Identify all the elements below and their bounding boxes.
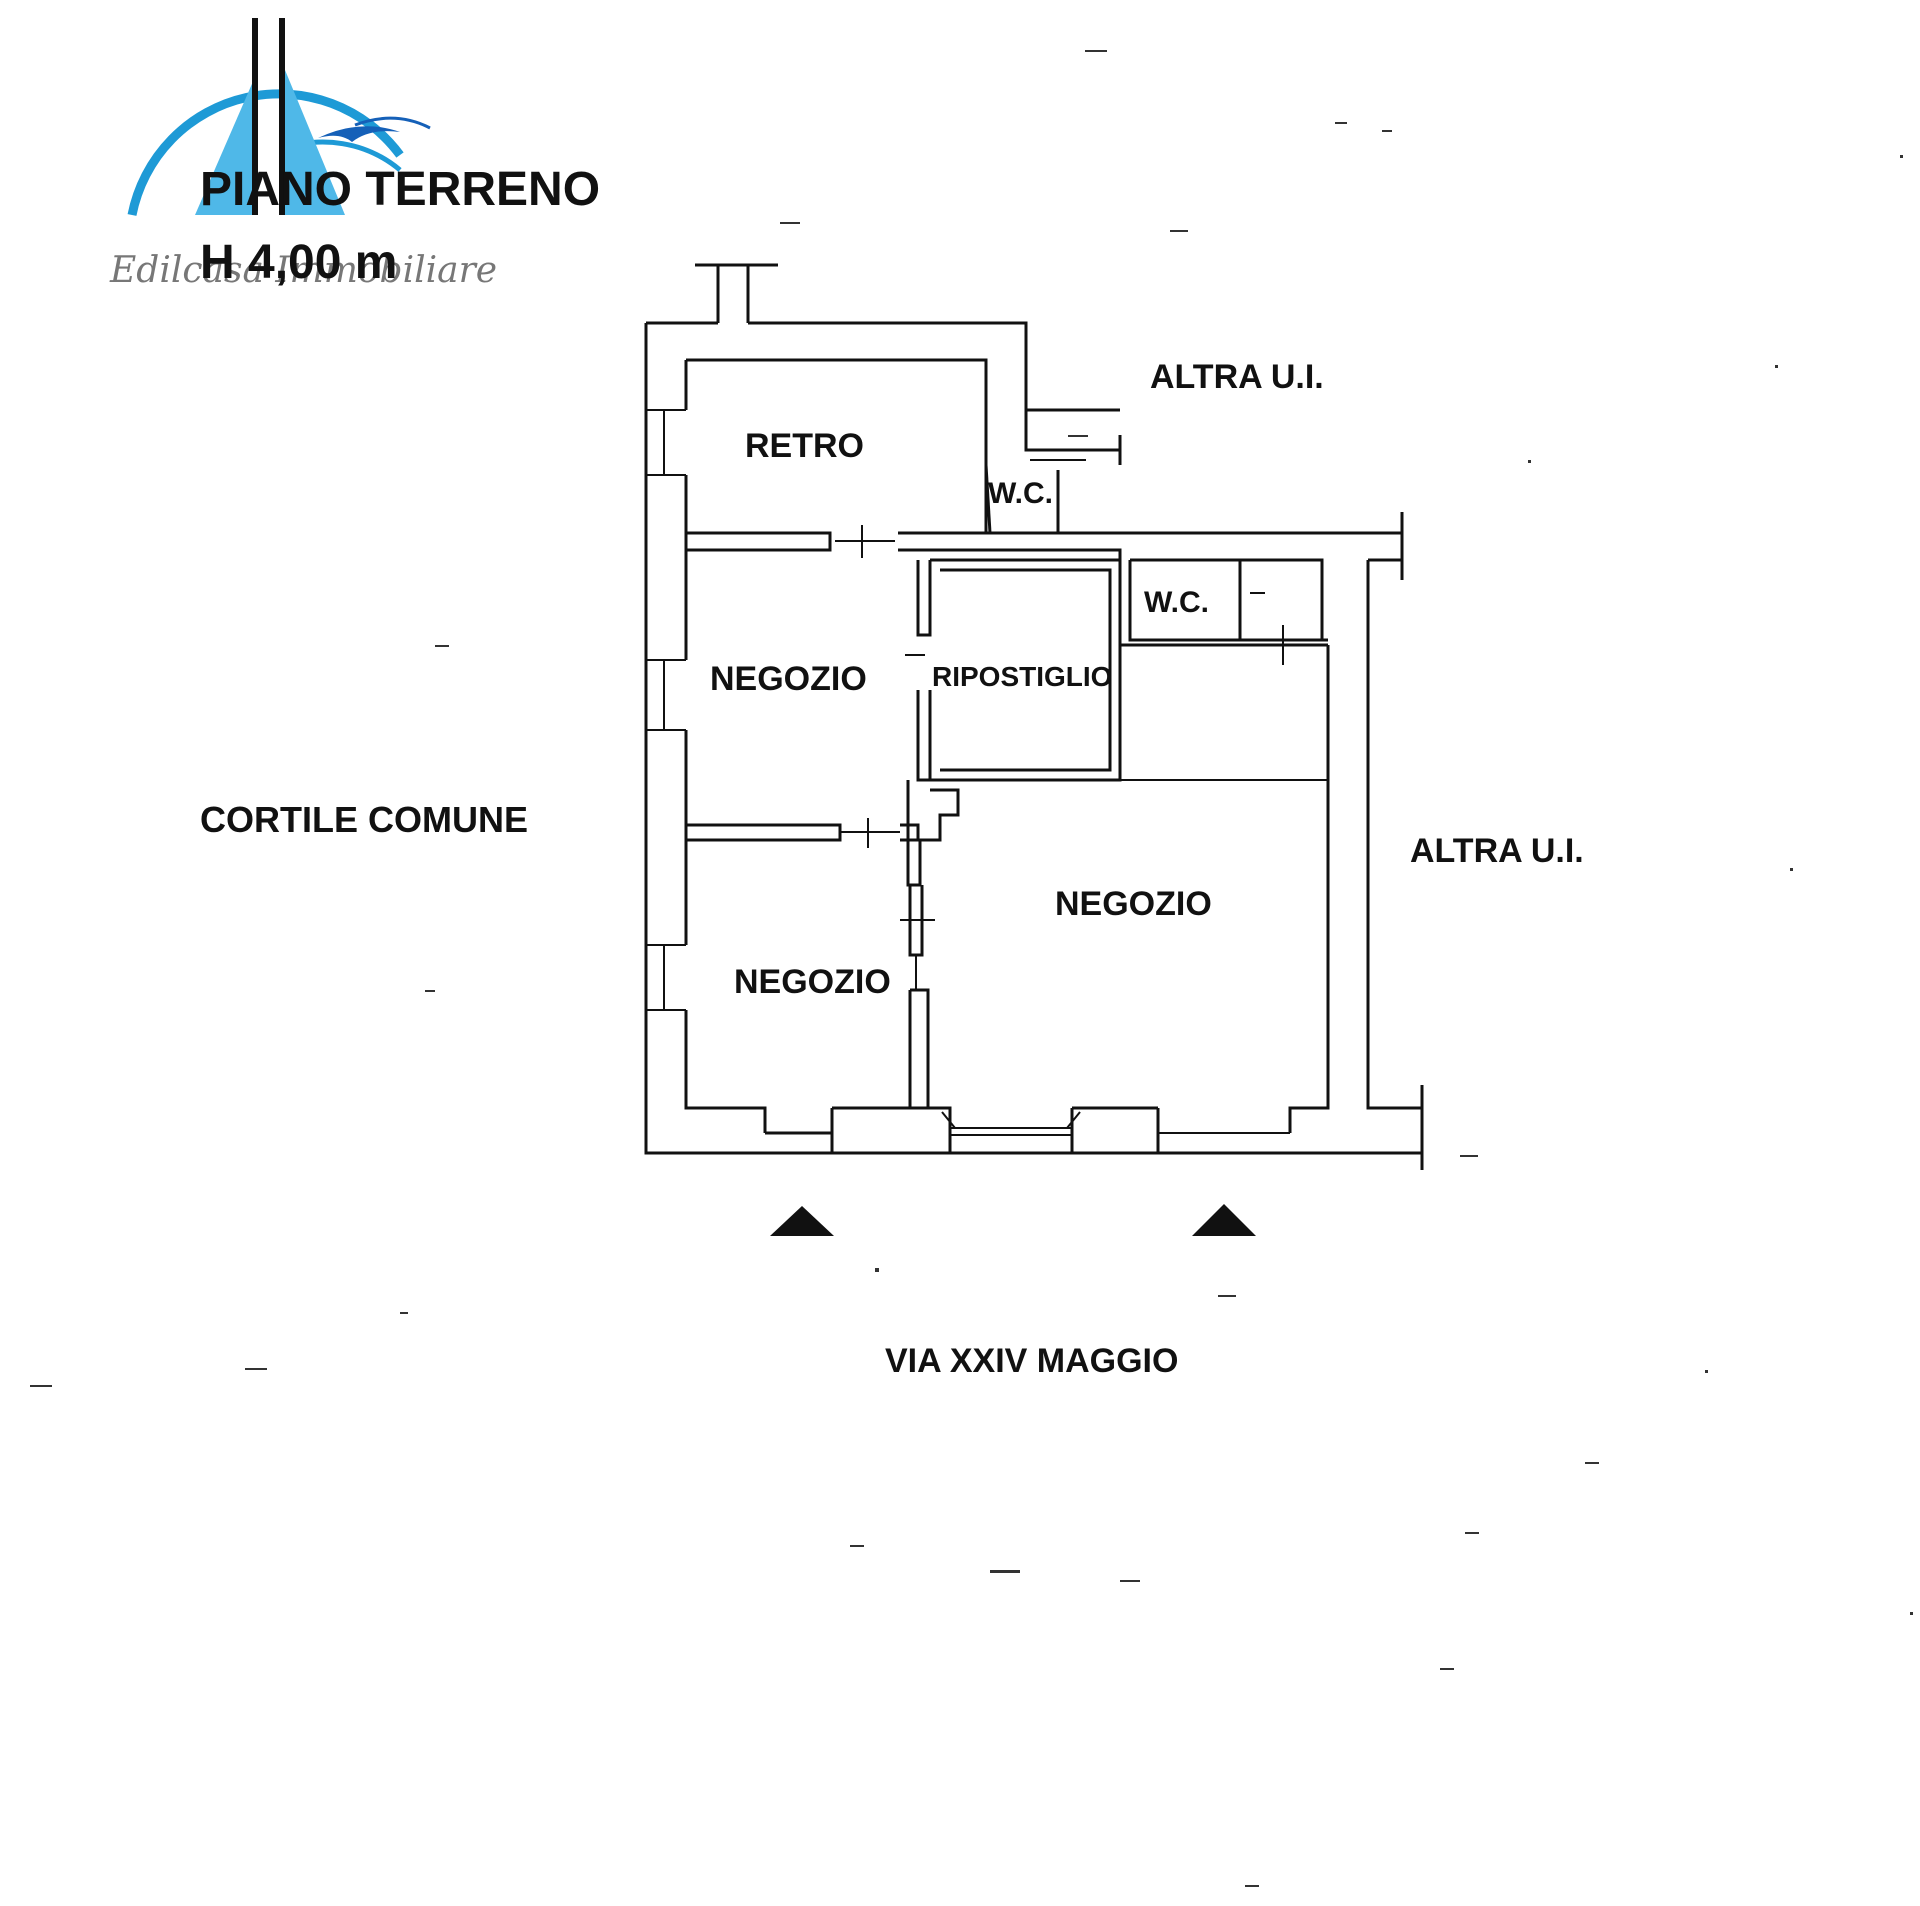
entrance-arrow-right-icon	[1192, 1204, 1256, 1236]
room-retro-label: RETRO	[745, 427, 864, 465]
floor-height: H 4,00 m	[200, 236, 397, 289]
walls	[644, 263, 1424, 1170]
logo-text: Edilcasa Immobiliare	[109, 250, 497, 291]
cortile-comune-label: CORTILE COMUNE	[200, 799, 528, 840]
room-wc-top-label: W.C.	[988, 477, 1053, 510]
altra-ui-top-label: ALTRA U.I.	[1150, 358, 1324, 396]
room-wc-mid-label: W.C.	[1144, 586, 1209, 619]
floor-title: PIANO TERRENO	[200, 163, 600, 216]
room-negozio-bottom-left-label: NEGOZIO	[734, 963, 891, 1001]
room-ripostiglio-label: RIPOSTIGLIO	[932, 661, 1112, 692]
street-label: VIA XXIV MAGGIO	[885, 1342, 1178, 1380]
altra-ui-right-label: ALTRA U.I.	[1410, 832, 1584, 870]
room-negozio-right-label: NEGOZIO	[1055, 885, 1212, 923]
entrance-arrow-left-icon	[770, 1206, 834, 1236]
edilcasa-logo-icon: Edilcasa Immobiliare	[109, 18, 497, 291]
scan-noise	[30, 50, 1913, 1887]
room-negozio-top-left-label: NEGOZIO	[710, 660, 867, 698]
